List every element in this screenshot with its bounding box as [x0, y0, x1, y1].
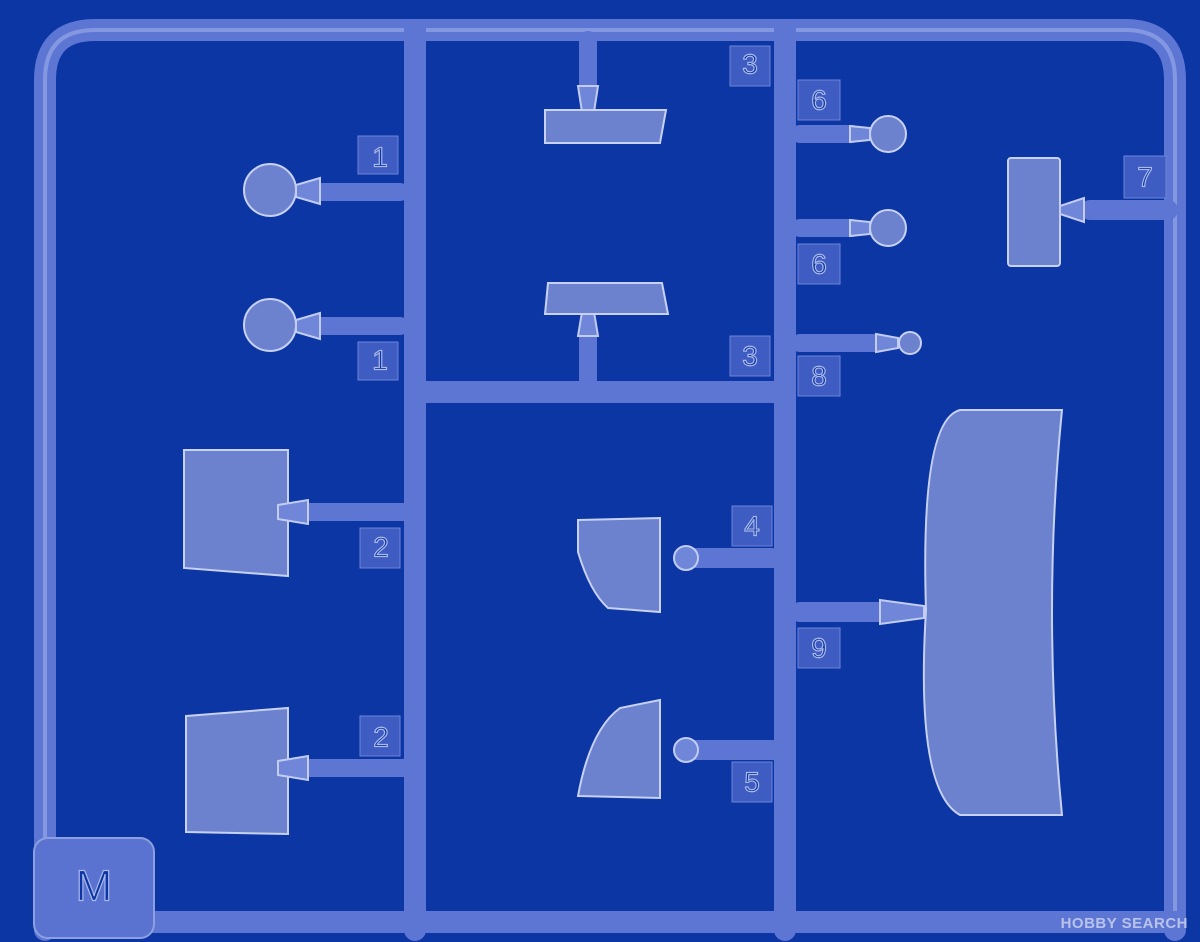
part-number-7: 7	[1137, 162, 1153, 193]
part-7: 7	[1007, 155, 1178, 267]
part-number-9: 9	[811, 633, 827, 664]
part-number-2a: 2	[373, 532, 389, 563]
part-number-1b: 1	[372, 345, 388, 376]
part-6-upper: 6	[791, 79, 907, 153]
sprue-letter: M	[76, 862, 113, 911]
part-5: 5	[576, 698, 782, 803]
part-number-6b: 6	[811, 249, 827, 280]
sprue-frame	[34, 19, 1186, 941]
part-2-lower: 2	[185, 706, 413, 836]
part-number-8: 8	[811, 361, 827, 392]
part-1-upper: 1	[243, 135, 409, 217]
part-6-lower: 6	[791, 209, 907, 285]
part-number-2b: 2	[373, 722, 389, 753]
part-3-lower: 3	[543, 282, 771, 389]
part-number-5: 5	[744, 767, 760, 798]
part-4: 4	[577, 505, 782, 614]
sprue-letter-tab: M	[33, 837, 155, 939]
part-number-3a: 3	[742, 49, 758, 80]
part-number-3b: 3	[742, 341, 758, 372]
part-2-upper: 2	[183, 449, 413, 578]
part-3-upper: 3	[544, 31, 771, 144]
part-1-lower: 1	[243, 298, 409, 381]
part-8: 8	[791, 331, 922, 397]
part-number-4: 4	[744, 511, 760, 542]
watermark-text: HOBBY SEARCH	[1060, 915, 1188, 932]
part-9: 9	[790, 409, 1064, 816]
part-number-6a: 6	[811, 85, 827, 116]
part-number-1a: 1	[372, 142, 388, 173]
